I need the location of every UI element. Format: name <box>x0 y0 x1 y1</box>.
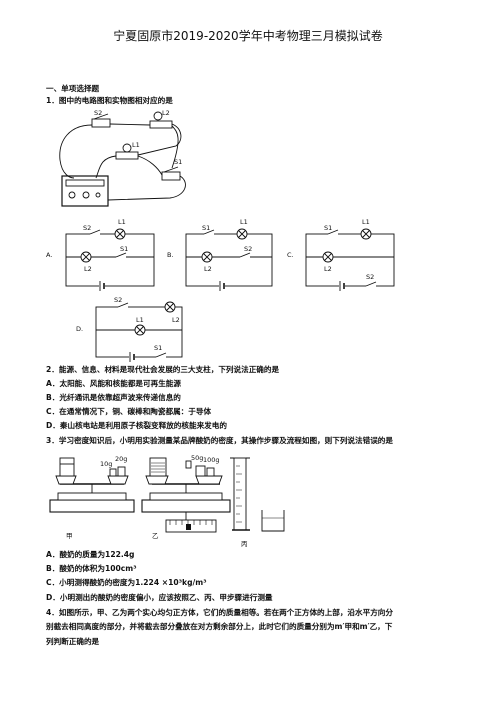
circuit-c-switch-s1 <box>327 229 339 235</box>
q3-option-d: D．小明测出的酸奶的密度偏小，应该按照乙、丙、甲步骤进行测量 <box>46 593 273 602</box>
circuit-c-frame <box>305 233 395 287</box>
weight-50g <box>206 467 215 477</box>
circuit-c-label-s1: S1 <box>324 224 332 232</box>
question-4-stem-line-2: 别截去相同高度的部分，并将截去部分叠放在对方剩余部分上，此时它们的质量分别为m′… <box>46 622 393 631</box>
balance-yi-right-pan <box>195 475 223 485</box>
lamp-l2-block <box>149 120 173 129</box>
option-d-letter: D. <box>76 325 83 333</box>
photo-label-s2: S2 <box>94 109 102 117</box>
circuit-b-frame <box>185 233 273 287</box>
question-3-stem: 3．学习密度知识后，小明用实验测量某品牌酸奶的密度，其操作步骤及流程如图，则下列… <box>46 436 393 445</box>
balance-jia-left-pan <box>55 475 77 485</box>
q2-option-d: D．秦山核电站是利用原子核裂变释放的核能来发电的 <box>46 421 227 430</box>
q2-option-c: C．在通常情况下，铜、碳棒和陶瓷都属：于导体 <box>46 407 212 416</box>
beaker <box>261 510 285 532</box>
weight-10g <box>109 468 117 477</box>
q3-option-a: A．酸奶的质量为122.4g <box>46 550 135 559</box>
label-bing: 丙 <box>241 540 248 548</box>
question-1-stem: 1．图中的电路图和实物图相对应的是 <box>46 96 173 105</box>
q3-option-c: C．小明测得酸奶的密度为1.224 ×10³kg/m³ <box>46 578 207 587</box>
label-yi: 乙 <box>152 532 159 540</box>
circuit-c-switch-s2 <box>365 281 377 287</box>
page-title: 宁夏固原市2019-2020学年中考物理三月模拟试卷 <box>113 29 383 43</box>
weight-100g <box>195 465 206 477</box>
balance-jia-right-pan <box>107 475 129 485</box>
circuit-c-label-l2: L2 <box>324 265 332 273</box>
q3-option-b: B．酸奶的体积为100cm³ <box>46 564 137 573</box>
weight-20g <box>117 466 126 477</box>
photo-label-s1: S1 <box>174 158 182 166</box>
option-c-letter: C. <box>287 251 294 259</box>
weight-label-100g: 100g <box>203 456 220 464</box>
question-2-stem: 2．能源、信息、材料是现代社会发展的三大支柱，下列说法正确的是 <box>46 365 280 374</box>
circuit-b-label-l1: L1 <box>240 218 248 226</box>
balance-yi-beam-base <box>149 492 223 501</box>
circuit-b-label-s1: S1 <box>202 224 210 232</box>
circuit-b-switch-s1 <box>203 229 215 235</box>
balance-jia-beam-base <box>57 492 127 501</box>
q2-option-b: B．光纤通讯是依靠超声波来传递信息的 <box>46 393 181 402</box>
circuit-a-switch-s2 <box>89 229 101 235</box>
q2-option-a: A．太阳能、风能和核能都是可再生能源 <box>46 379 181 388</box>
weight-label-10g: 10g <box>100 460 112 468</box>
circuit-a-label-l2: L2 <box>84 265 92 273</box>
circuit-b-label-l2: L2 <box>204 265 212 273</box>
circuit-a-switch-s1 <box>115 252 127 258</box>
balance-yi-base <box>141 499 231 513</box>
photo-label-l2: L2 <box>162 109 170 117</box>
circuit-b-switch-s2 <box>239 252 251 258</box>
circuit-d-switch-s2 <box>117 302 129 308</box>
yogurt-cup-yi <box>149 457 167 477</box>
circuit-c-label-s2: S2 <box>366 273 374 281</box>
option-a-letter: A. <box>46 251 52 259</box>
circuit-d-label-s2: S2 <box>114 296 122 304</box>
question-4-stem-line-3: 列判断正确的是 <box>46 637 100 646</box>
lamp-l1-bulb <box>122 143 132 153</box>
question-4-stem-line-1: 4．如图所示，甲、乙为两个实心均匀正方体，它们的质量相等。若在两个正方体的上部，… <box>46 608 393 617</box>
label-jia: 甲 <box>66 532 73 540</box>
section-heading: 一、单项选择题 <box>46 84 100 93</box>
measuring-cylinder <box>233 457 247 531</box>
circuit-c-label-l1: L1 <box>362 218 370 226</box>
circuit-d-label-l2: L2 <box>172 316 180 324</box>
circuit-d-label-l1: L1 <box>136 316 144 324</box>
balance-jia-base <box>49 499 135 513</box>
circuit-d-label-s1: S1 <box>154 344 162 352</box>
photo-label-l1: L1 <box>132 141 140 149</box>
circuit-b-label-s2: S2 <box>244 245 252 253</box>
power-supply-box <box>61 175 109 207</box>
circuit-a-label-s1: S1 <box>120 245 128 253</box>
switch-s2-block <box>91 118 111 128</box>
circuit-a-frame <box>65 233 155 287</box>
lamp-l2-bulb <box>153 111 163 121</box>
power-supply-label-plate <box>65 179 105 187</box>
weight-label-50g: 50g <box>191 454 203 462</box>
option-b-letter: B. <box>167 251 174 259</box>
circuit-d-switch-s1 <box>155 352 167 358</box>
balance-yi-left-pan <box>145 475 169 485</box>
circuit-d-frame <box>95 306 183 358</box>
yogurt-cup-jia <box>59 457 75 477</box>
weight-label-20g: 20g <box>115 455 127 463</box>
circuit-a-label-l1: L1 <box>118 218 126 226</box>
circuit-a-label-s2: S2 <box>83 224 91 232</box>
